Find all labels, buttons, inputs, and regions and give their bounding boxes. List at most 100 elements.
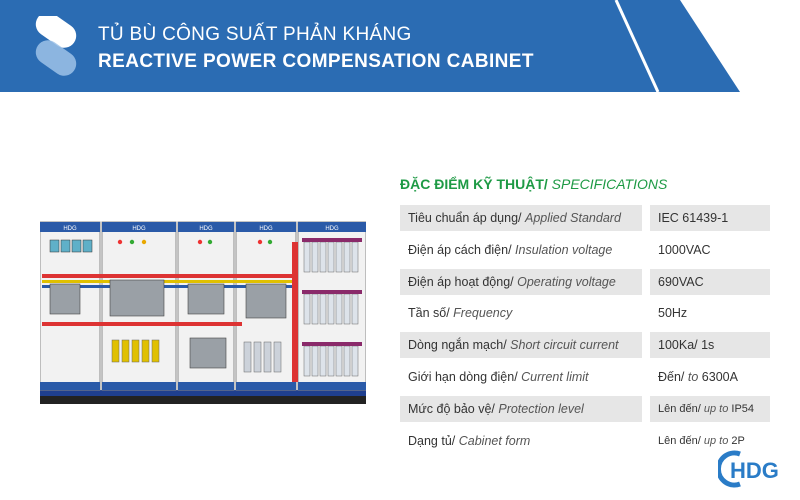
spec-label: Dòng ngắn mạch/ Short circuit current — [400, 332, 642, 359]
indicator-lamp — [141, 239, 147, 245]
panel-brand-label: HDG — [199, 226, 213, 232]
busbar — [42, 322, 242, 326]
terminal-block — [121, 339, 130, 363]
spec-row: Mức độ bảo vệ/ Protection level Lên đến/… — [400, 394, 770, 426]
hdg-logo-text: HDG — [730, 458, 779, 483]
capacitor — [335, 293, 343, 325]
panel-brand-label: HDG — [132, 226, 146, 232]
spec-row: Giới hạn dòng điện/ Current limit Đến/ t… — [400, 362, 770, 394]
capacitor-rail — [302, 238, 362, 242]
panel-top-bar — [40, 222, 100, 232]
indicator-lamp — [207, 239, 213, 245]
spec-label: Tần số/ Frequency — [408, 306, 513, 321]
panel-base — [102, 382, 176, 390]
specs-table: Tiêu chuẩn áp dụng/ Applied Standard IEC… — [400, 203, 770, 457]
panel-top-bar — [102, 222, 176, 232]
panel-top-bar — [236, 222, 296, 232]
cabinet-illustration: HDG HDG HDG HDG HDG — [40, 221, 366, 404]
indicator-lamp — [197, 239, 203, 245]
capacitor — [335, 241, 343, 273]
spec-value: IEC 61439-1 — [650, 205, 770, 231]
panel-brand-label: HDG — [325, 226, 339, 232]
panel-top-bar — [178, 222, 234, 232]
panel-brand-label: HDG — [63, 226, 77, 232]
spec-value: 100Ka/ 1s — [650, 332, 770, 359]
header-decoration — [614, 0, 800, 92]
meter — [60, 239, 71, 253]
capacitor — [253, 341, 262, 373]
spec-row: Tiêu chuẩn áp dụng/ Applied Standard IEC… — [400, 203, 770, 235]
header-banner: TỦ BÙ CÔNG SUẤT PHẢN KHÁNG REACTIVE POWE… — [0, 0, 800, 92]
terminal-block — [111, 339, 120, 363]
indicator-lamp — [117, 239, 123, 245]
busbar — [42, 274, 292, 278]
spec-row: Tần số/ Frequency 50Hz — [400, 298, 770, 330]
capacitor — [319, 241, 327, 273]
meter — [71, 239, 82, 253]
indicator-lamp — [257, 239, 263, 245]
spec-label: Điện áp hoạt động/ Operating voltage — [400, 268, 642, 295]
title-vietnamese: TỦ BÙ CÔNG SUẤT PHẢN KHÁNG — [98, 24, 412, 45]
capacitor — [351, 345, 359, 377]
spec-label: Mức độ bảo vệ/ Protection level — [400, 395, 642, 422]
title-english: REACTIVE POWER COMPENSATION CABINET — [98, 51, 534, 72]
capacitor — [351, 293, 359, 325]
brand-mark-icon — [35, 16, 77, 76]
capacitor — [311, 345, 319, 377]
spec-value: 50Hz — [658, 306, 688, 321]
spec-value: Đến/ to 6300A — [658, 369, 738, 384]
busbar — [42, 285, 292, 288]
spec-value: Lên đến/ up to 2P — [658, 434, 745, 447]
spec-row: Dạng tủ/ Cabinet form Lên đến/ up to 2P — [400, 426, 770, 458]
panel-base — [40, 382, 100, 390]
busbar — [42, 280, 292, 283]
circuit-breaker — [245, 283, 287, 319]
indicator-lamp — [129, 239, 135, 245]
circuit-breaker — [189, 337, 227, 369]
hdg-logo-icon: HDG — [718, 450, 779, 488]
capacitor — [303, 241, 311, 273]
panel-base — [178, 382, 234, 390]
busbar-vertical — [292, 242, 298, 382]
capacitor-rail — [302, 342, 362, 346]
capacitor — [327, 345, 335, 377]
terminal-block — [151, 339, 160, 363]
circuit-breaker — [49, 283, 81, 315]
terminal-block — [131, 339, 140, 363]
spec-label: Tiêu chuẩn áp dụng/ Applied Standard — [400, 205, 642, 231]
terminal-block — [141, 339, 150, 363]
spec-row: Điện áp cách điện/ Insulation voltage 10… — [400, 235, 770, 267]
capacitor — [335, 345, 343, 377]
spec-row: Dòng ngắn mạch/ Short circuit current 10… — [400, 330, 770, 362]
circuit-breaker — [187, 283, 225, 315]
capacitor — [343, 241, 351, 273]
capacitor — [343, 345, 351, 377]
capacitor — [243, 341, 252, 373]
panel-top-bar — [298, 222, 366, 232]
capacitor — [263, 341, 272, 373]
meter — [49, 239, 60, 253]
capacitor — [327, 241, 335, 273]
capacitor — [319, 345, 327, 377]
panel-base — [298, 382, 366, 390]
capacitor-rail — [302, 290, 362, 294]
spec-value: 1000VAC — [658, 242, 711, 257]
capacitor — [351, 241, 359, 273]
capacitor — [303, 293, 311, 325]
capacitor — [303, 345, 311, 377]
capacitor — [343, 293, 351, 325]
panel-brand-label: HDG — [259, 226, 273, 232]
specs-heading-vn: ĐẶC ĐIỂM KỸ THUẬT/ — [400, 176, 548, 192]
meter — [82, 239, 93, 253]
indicator-lamp — [267, 239, 273, 245]
capacitor — [311, 293, 319, 325]
capacitor — [311, 241, 319, 273]
capacitor — [319, 293, 327, 325]
spec-value: 690VAC — [650, 268, 770, 295]
capacitor — [273, 341, 282, 373]
capacitor — [327, 293, 335, 325]
specs-heading-en: SPECIFICATIONS — [547, 176, 668, 192]
spec-label: Giới hạn dòng điện/ Current limit — [408, 369, 589, 384]
spec-value: Lên đến/ up to IP54 — [650, 395, 770, 422]
spec-row: Điện áp hoạt động/ Operating voltage 690… — [400, 267, 770, 299]
